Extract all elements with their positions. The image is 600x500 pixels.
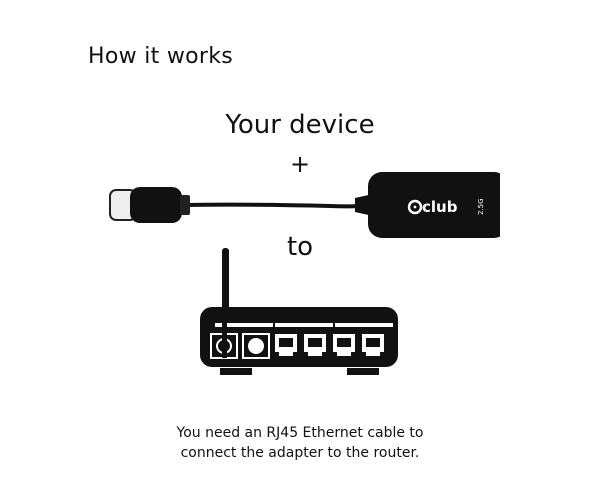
plus-sign: + — [289, 150, 311, 178]
adapter-model-label: 2.5G — [477, 198, 485, 215]
router-icon — [200, 248, 398, 375]
usb-c-plug-icon — [130, 187, 182, 223]
router-foot-icon — [347, 368, 379, 375]
router-foot-icon — [220, 368, 252, 375]
svg-text:club: club — [422, 198, 458, 216]
round-port-icon — [242, 333, 270, 359]
instruction-caption: You need an RJ45 Ethernet cable to conne… — [0, 423, 600, 463]
usb-c-ethernet-adapter-icon: club 2.5G — [109, 172, 500, 238]
caption-line-1: You need an RJ45 Ethernet cable to — [176, 425, 424, 441]
club-logo: club — [407, 198, 458, 216]
connector-word: to — [286, 232, 314, 262]
page-heading: How it works — [88, 44, 234, 69]
caption-line-2: connect the adapter to the router. — [180, 445, 420, 461]
adapter-body-icon — [368, 172, 500, 238]
device-label: Your device — [225, 110, 375, 140]
